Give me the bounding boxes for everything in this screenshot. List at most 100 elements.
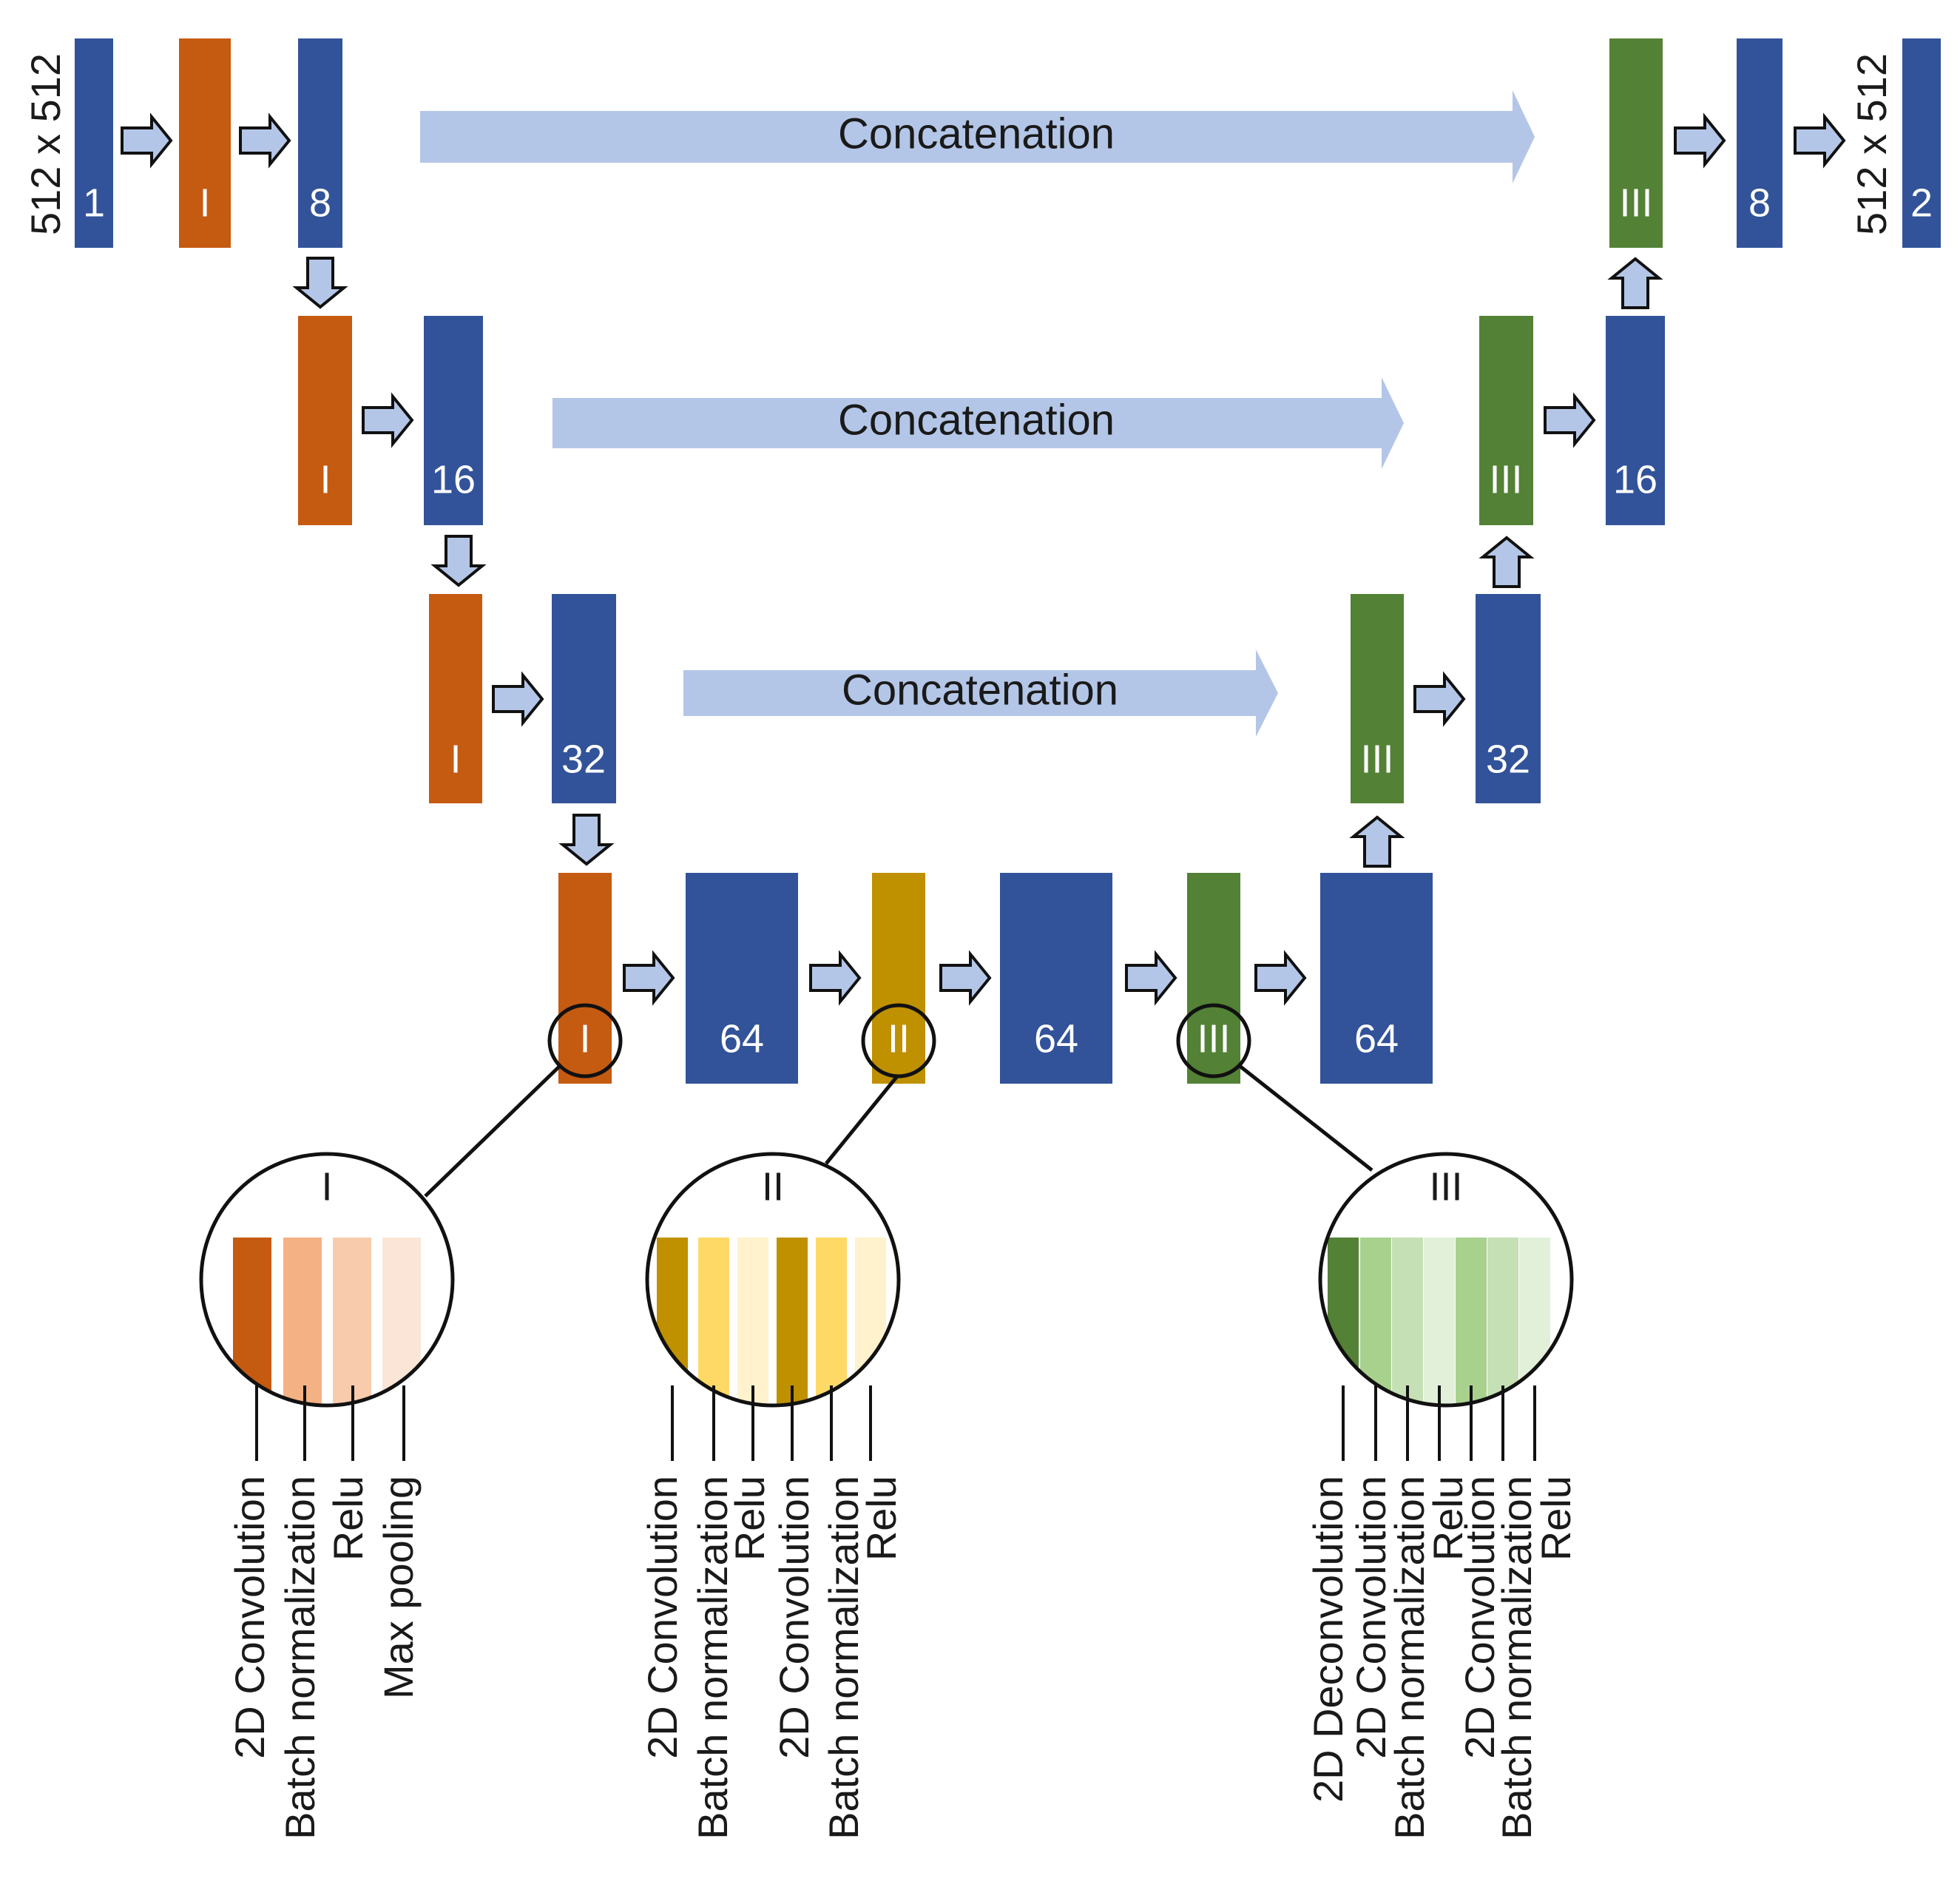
legend-block-iii-layer-6 [1487, 1238, 1518, 1405]
decoder-block-2-label: III [1489, 457, 1522, 502]
legend-block-ii-layer-2 [698, 1238, 729, 1405]
legend-block-iii-layer-label-2: 2D Convolution [1348, 1476, 1394, 1759]
pool-arrow-level-3 [558, 814, 615, 866]
legend-block-ii-ring [645, 1152, 901, 1408]
pool-arrow-level-1 [292, 257, 348, 309]
legend-block-ii-layers [657, 1238, 886, 1405]
legend-block-i-layer-label-1: 2D Convolution [226, 1476, 273, 1759]
concat-label-2: Concatenation [838, 396, 1115, 444]
flow-arrow-enc1-to-map1 [239, 112, 291, 169]
decoder-channels-3-label: 32 [1486, 737, 1530, 781]
bottleneck-feature-map-2 [1000, 873, 1112, 1084]
decoder-block-3-label: III [1360, 737, 1393, 781]
legend-block-ii-layer-label-4: 2D Convolution [771, 1476, 817, 1759]
encoder-block-2-label: I [320, 457, 331, 502]
block-i-highlight-label: I [579, 1016, 590, 1061]
bottleneck-block-3 [1187, 873, 1240, 1084]
legend-block-i-layer-2 [283, 1238, 322, 1405]
legend-block-ii-layer-label-3: Relu [726, 1476, 773, 1561]
input-size-label: 512 x 512 [22, 53, 69, 235]
decoder-block-1 [1609, 38, 1663, 248]
legend-block-iii-layer-7 [1519, 1238, 1550, 1405]
decoder-block-1-label: III [1619, 180, 1652, 225]
bottleneck-channels-1-label: 64 [720, 1016, 764, 1061]
flow-arrow-enc3-to-map3 [492, 671, 544, 727]
flow-arrow-bottleneck-1 [623, 950, 675, 1006]
flow-arrow-dec2 [1544, 392, 1596, 448]
block-ii-highlight-ring [861, 1003, 936, 1078]
flow-arrow-map1-to-output [1794, 112, 1846, 169]
bottleneck-channels-3-label: 64 [1354, 1016, 1399, 1061]
upsample-arrow-level-2 [1479, 536, 1535, 588]
legend-block-iii-layer-4 [1424, 1238, 1455, 1405]
upsample-arrow-level-1 [1607, 257, 1663, 309]
legend-block-iii-layer-label-6: Batch normalization [1493, 1476, 1540, 1840]
legend-block-iii-layer-3 [1392, 1238, 1423, 1405]
block-iii-highlight: III [1176, 1003, 1373, 1172]
flow-arrow-bottleneck-4 [1125, 950, 1177, 1006]
legend-block-iii-layer-label-1: 2D Deconvolution [1305, 1476, 1351, 1803]
concat-arrow-2 [552, 377, 1404, 469]
decoder-channels-2-label: 16 [1613, 457, 1657, 502]
flow-arrow-bottleneck-3 [939, 950, 992, 1006]
output-channels-label: 2 [1910, 180, 1933, 225]
legend-block-iii-ring [1318, 1152, 1574, 1408]
skip-connection-level-1: Concatenation [420, 90, 1535, 183]
block-iii-highlight-label: III [1197, 1016, 1230, 1061]
legend-block-iii-layer-label-3: Batch normalization [1386, 1476, 1433, 1840]
input-channels-label: 1 [83, 180, 105, 225]
skip-connection-level-3: Concatenation [683, 649, 1278, 737]
legend-block-iii-layer-label-7: Relu [1532, 1476, 1579, 1561]
block-iii-leader-line [1238, 1064, 1373, 1172]
legend-block-ii-layer-5 [816, 1238, 847, 1405]
output-feature-map [1902, 38, 1941, 248]
legend-block-i-layer-label-3: Relu [325, 1476, 371, 1561]
concat-arrow-3 [683, 649, 1278, 737]
flow-arrow-enc2-to-map2 [362, 392, 414, 448]
block-i-leader-line [424, 1064, 561, 1198]
decoder-block-2 [1479, 316, 1533, 525]
legend-block-ii-layer-label-5: Batch normalization [820, 1476, 867, 1840]
legend-block-i-layer-3 [333, 1238, 371, 1405]
encoder-block-3 [429, 594, 482, 803]
bottleneck-block-1 [558, 873, 612, 1084]
legend-block-iii-layer-1 [1328, 1238, 1359, 1405]
encoder-block-1-label: I [199, 180, 210, 225]
legend-block-iii-layers [1328, 1238, 1550, 1405]
legend-block-ii-layer-4 [777, 1238, 808, 1405]
block-i-highlight-ring [547, 1003, 623, 1078]
encoder-feature-map-3 [552, 594, 616, 803]
legend-block-i-ring [199, 1152, 455, 1408]
legend-block-iii-layer-label-5: 2D Convolution [1456, 1476, 1503, 1759]
bottleneck-channels-2-label: 64 [1034, 1016, 1078, 1061]
skip-connection-level-2: Concatenation [552, 377, 1404, 469]
encoder-channels-2-label: 16 [431, 457, 476, 502]
block-i-highlight: I [424, 1003, 623, 1198]
legend-block-ii-layer-label-6: Relu [858, 1476, 905, 1561]
legend-block-iii-layer-label-4: Relu [1425, 1476, 1471, 1561]
encoder-block-2 [298, 316, 352, 525]
decoder-feature-map-1 [1737, 38, 1782, 248]
flow-arrow-bottleneck-2 [809, 950, 862, 1006]
legend-block-i-title: I [321, 1164, 332, 1209]
block-ii-leader-line [825, 1075, 899, 1165]
bottleneck-feature-map-3 [1320, 873, 1433, 1084]
legend-block-iii-title: III [1429, 1164, 1462, 1209]
flow-arrow-dec3 [1413, 671, 1466, 727]
decoder-block-3 [1351, 594, 1404, 803]
flow-arrows [121, 112, 1846, 1006]
legend-block-ii-layer-6 [855, 1238, 886, 1405]
encoder-channels-3-label: 32 [561, 737, 606, 781]
encoder-block-3-label: I [450, 737, 461, 781]
decoder-feature-map-3 [1476, 594, 1541, 803]
output-size-label: 512 x 512 [1848, 53, 1895, 235]
concat-label-3: Concatenation [842, 666, 1118, 714]
legend-block-ii-title: II [762, 1164, 784, 1209]
decoder-channels-1-label: 8 [1748, 180, 1771, 225]
flow-arrow-input-to-enc1 [121, 112, 173, 169]
